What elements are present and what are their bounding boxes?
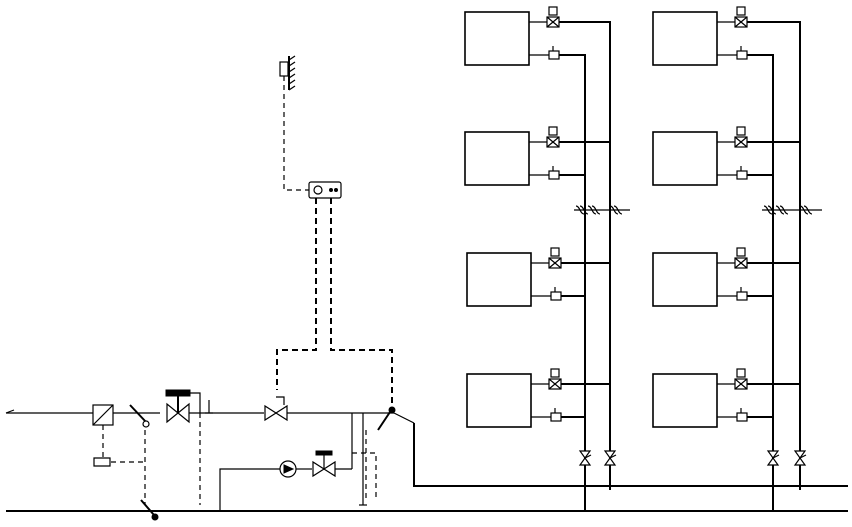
radiator-icon (652, 247, 748, 307)
circulation-pump-icon (279, 460, 297, 478)
radiator-icon (464, 126, 560, 186)
supply-riser (559, 21, 611, 490)
outdoor-sensor-icon (279, 55, 296, 91)
return-riser (747, 54, 774, 510)
radiator-icon (466, 368, 562, 428)
radiator-column-2 (652, 6, 822, 510)
valve-wire (276, 198, 317, 390)
radiator-icon (652, 6, 748, 66)
gate-valve-icon (264, 405, 288, 421)
meter-wire (102, 425, 145, 463)
supply-main (413, 423, 848, 487)
riser-valve-icon (794, 450, 807, 466)
radiator-icon (466, 247, 562, 307)
radiator-icon (464, 6, 560, 66)
riser-valve-icon (604, 450, 617, 466)
supply-riser (747, 21, 801, 490)
riser-valve-icon (767, 450, 780, 466)
bypass-line (219, 468, 280, 511)
motorized-valve-icon (165, 389, 201, 424)
radiator-icon (652, 368, 748, 428)
radiator-icon (652, 126, 748, 186)
riser-valve-icon (579, 450, 592, 466)
drain-valve-icon (140, 499, 159, 521)
controller-icon (308, 181, 342, 199)
sensor-supply-wire (330, 198, 393, 408)
sensor-wire (283, 76, 310, 191)
pump-wire (352, 452, 377, 500)
return-riser (559, 54, 586, 510)
heat-meter-icon (92, 404, 114, 426)
radiator-column-1 (464, 6, 630, 510)
check-valve-icon (129, 404, 150, 428)
temperature-sensor-icon (377, 406, 396, 431)
